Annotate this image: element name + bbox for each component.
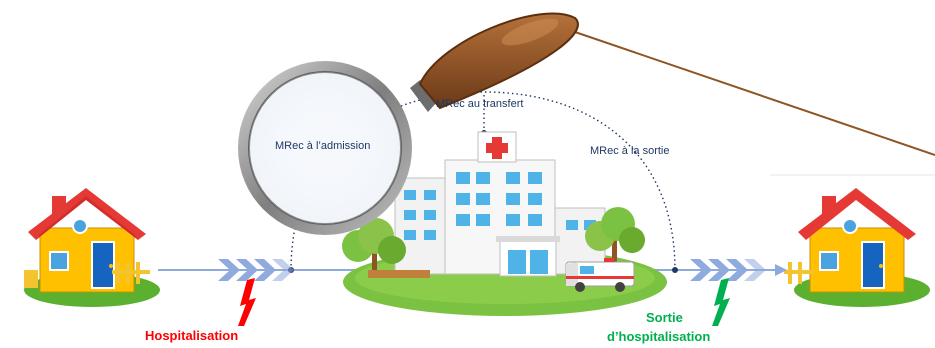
magnifying-glass-icon — [238, 12, 935, 235]
red-cross-icon — [486, 137, 508, 159]
sortie-label-line1: Sortie — [646, 310, 683, 325]
hospital-icon — [394, 131, 606, 277]
sortie-label-line2: d’hospitalisation — [607, 329, 711, 344]
house-icon-right — [784, 188, 930, 307]
bench — [368, 270, 430, 278]
mrec-transfer-label: MRec au transfert — [436, 98, 524, 110]
tree-icon-right — [585, 207, 645, 272]
lightning-icon-sortie — [712, 278, 730, 326]
tree-icon-left — [342, 218, 406, 272]
house-icon-left — [24, 188, 160, 307]
ambulance-icon — [565, 258, 635, 292]
mrec-discharge-label: MRec à la sortie — [590, 145, 670, 157]
timeline-arrowhead — [775, 264, 787, 276]
lightning-icon-hospitalisation — [238, 278, 256, 326]
hospitalisation-label: Hospitalisation — [145, 328, 239, 343]
discharge-point — [672, 267, 678, 273]
mrec-admission-label: MRec à l’admission — [275, 140, 371, 152]
